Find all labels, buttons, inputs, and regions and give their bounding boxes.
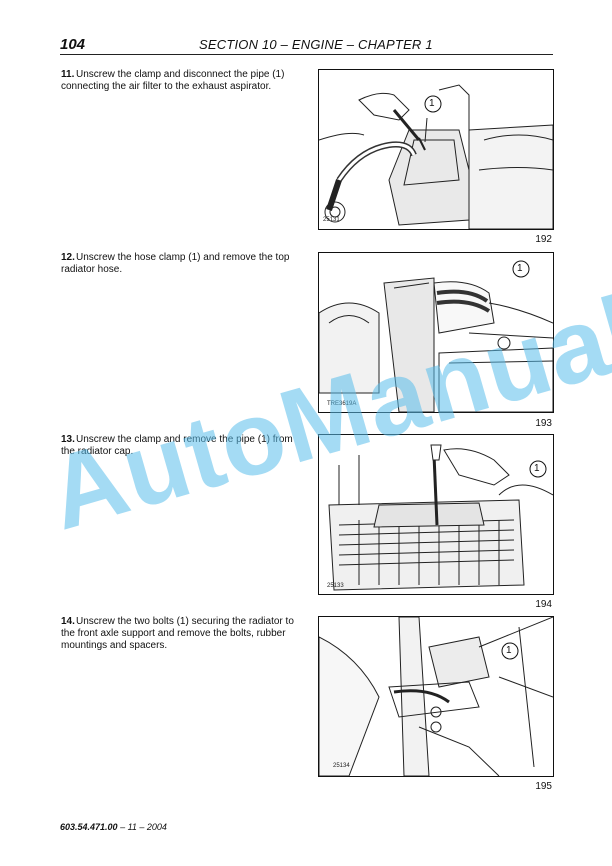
figure-illustration xyxy=(319,277,553,412)
callout-label: 1 xyxy=(429,98,435,109)
figure-illustration xyxy=(319,617,553,776)
callout-label: 1 xyxy=(534,463,540,474)
callout-circle xyxy=(424,95,442,113)
document-number: 603.54.471.00 xyxy=(60,822,118,832)
section-title: SECTION 10 – ENGINE – CHAPTER 1 xyxy=(199,37,433,52)
step-11: 11.Unscrew the clamp and disconnect the … xyxy=(61,69,301,93)
page-header: 104 SECTION 10 – ENGINE – CHAPTER 1 xyxy=(60,36,553,55)
figure-code: 25133 xyxy=(327,583,344,589)
figure-number: 194 xyxy=(535,599,552,610)
figure-194: 1 25133 xyxy=(318,434,554,595)
figure-illustration xyxy=(328,444,553,591)
step-text: Unscrew the hose clamp (1) and remove th… xyxy=(61,252,290,275)
figure-193: 1 TRE3619A xyxy=(318,252,554,413)
figure-number: 192 xyxy=(535,234,552,245)
figure-code: 25131 xyxy=(323,217,340,223)
callout-circle xyxy=(501,642,519,660)
step-number: 12. xyxy=(61,252,75,263)
callout-circle xyxy=(529,460,547,478)
step-number: 11. xyxy=(61,69,75,80)
callout-label: 1 xyxy=(506,645,512,656)
step-text: Unscrew the clamp and disconnect the pip… xyxy=(61,69,285,92)
step-text: Unscrew the clamp and remove the pipe (1… xyxy=(61,434,293,457)
page-footer: 603.54.471.00 – 11 – 2004 xyxy=(60,822,167,832)
figure-195: 1 25134 xyxy=(318,616,554,777)
figure-number: 193 xyxy=(535,418,552,429)
step-number: 13. xyxy=(61,434,75,445)
figure-192: 1 25131 xyxy=(318,69,554,230)
figure-illustration xyxy=(319,84,553,229)
step-14: 14.Unscrew the two bolts (1) securing th… xyxy=(61,616,301,652)
step-13: 13.Unscrew the clamp and remove the pipe… xyxy=(61,434,301,458)
figure-code: TRE3619A xyxy=(327,401,357,407)
step-text: Unscrew the two bolts (1) securing the r… xyxy=(61,616,294,651)
callout-label: 1 xyxy=(517,263,523,274)
page-number: 104 xyxy=(60,36,86,53)
figure-code: 25134 xyxy=(333,763,350,769)
revision-date: – 11 – 2004 xyxy=(117,822,167,832)
figure-number: 195 xyxy=(535,781,552,792)
callout-circle xyxy=(512,260,530,278)
step-12: 12.Unscrew the hose clamp (1) and remove… xyxy=(61,252,301,276)
step-number: 14. xyxy=(61,616,75,627)
